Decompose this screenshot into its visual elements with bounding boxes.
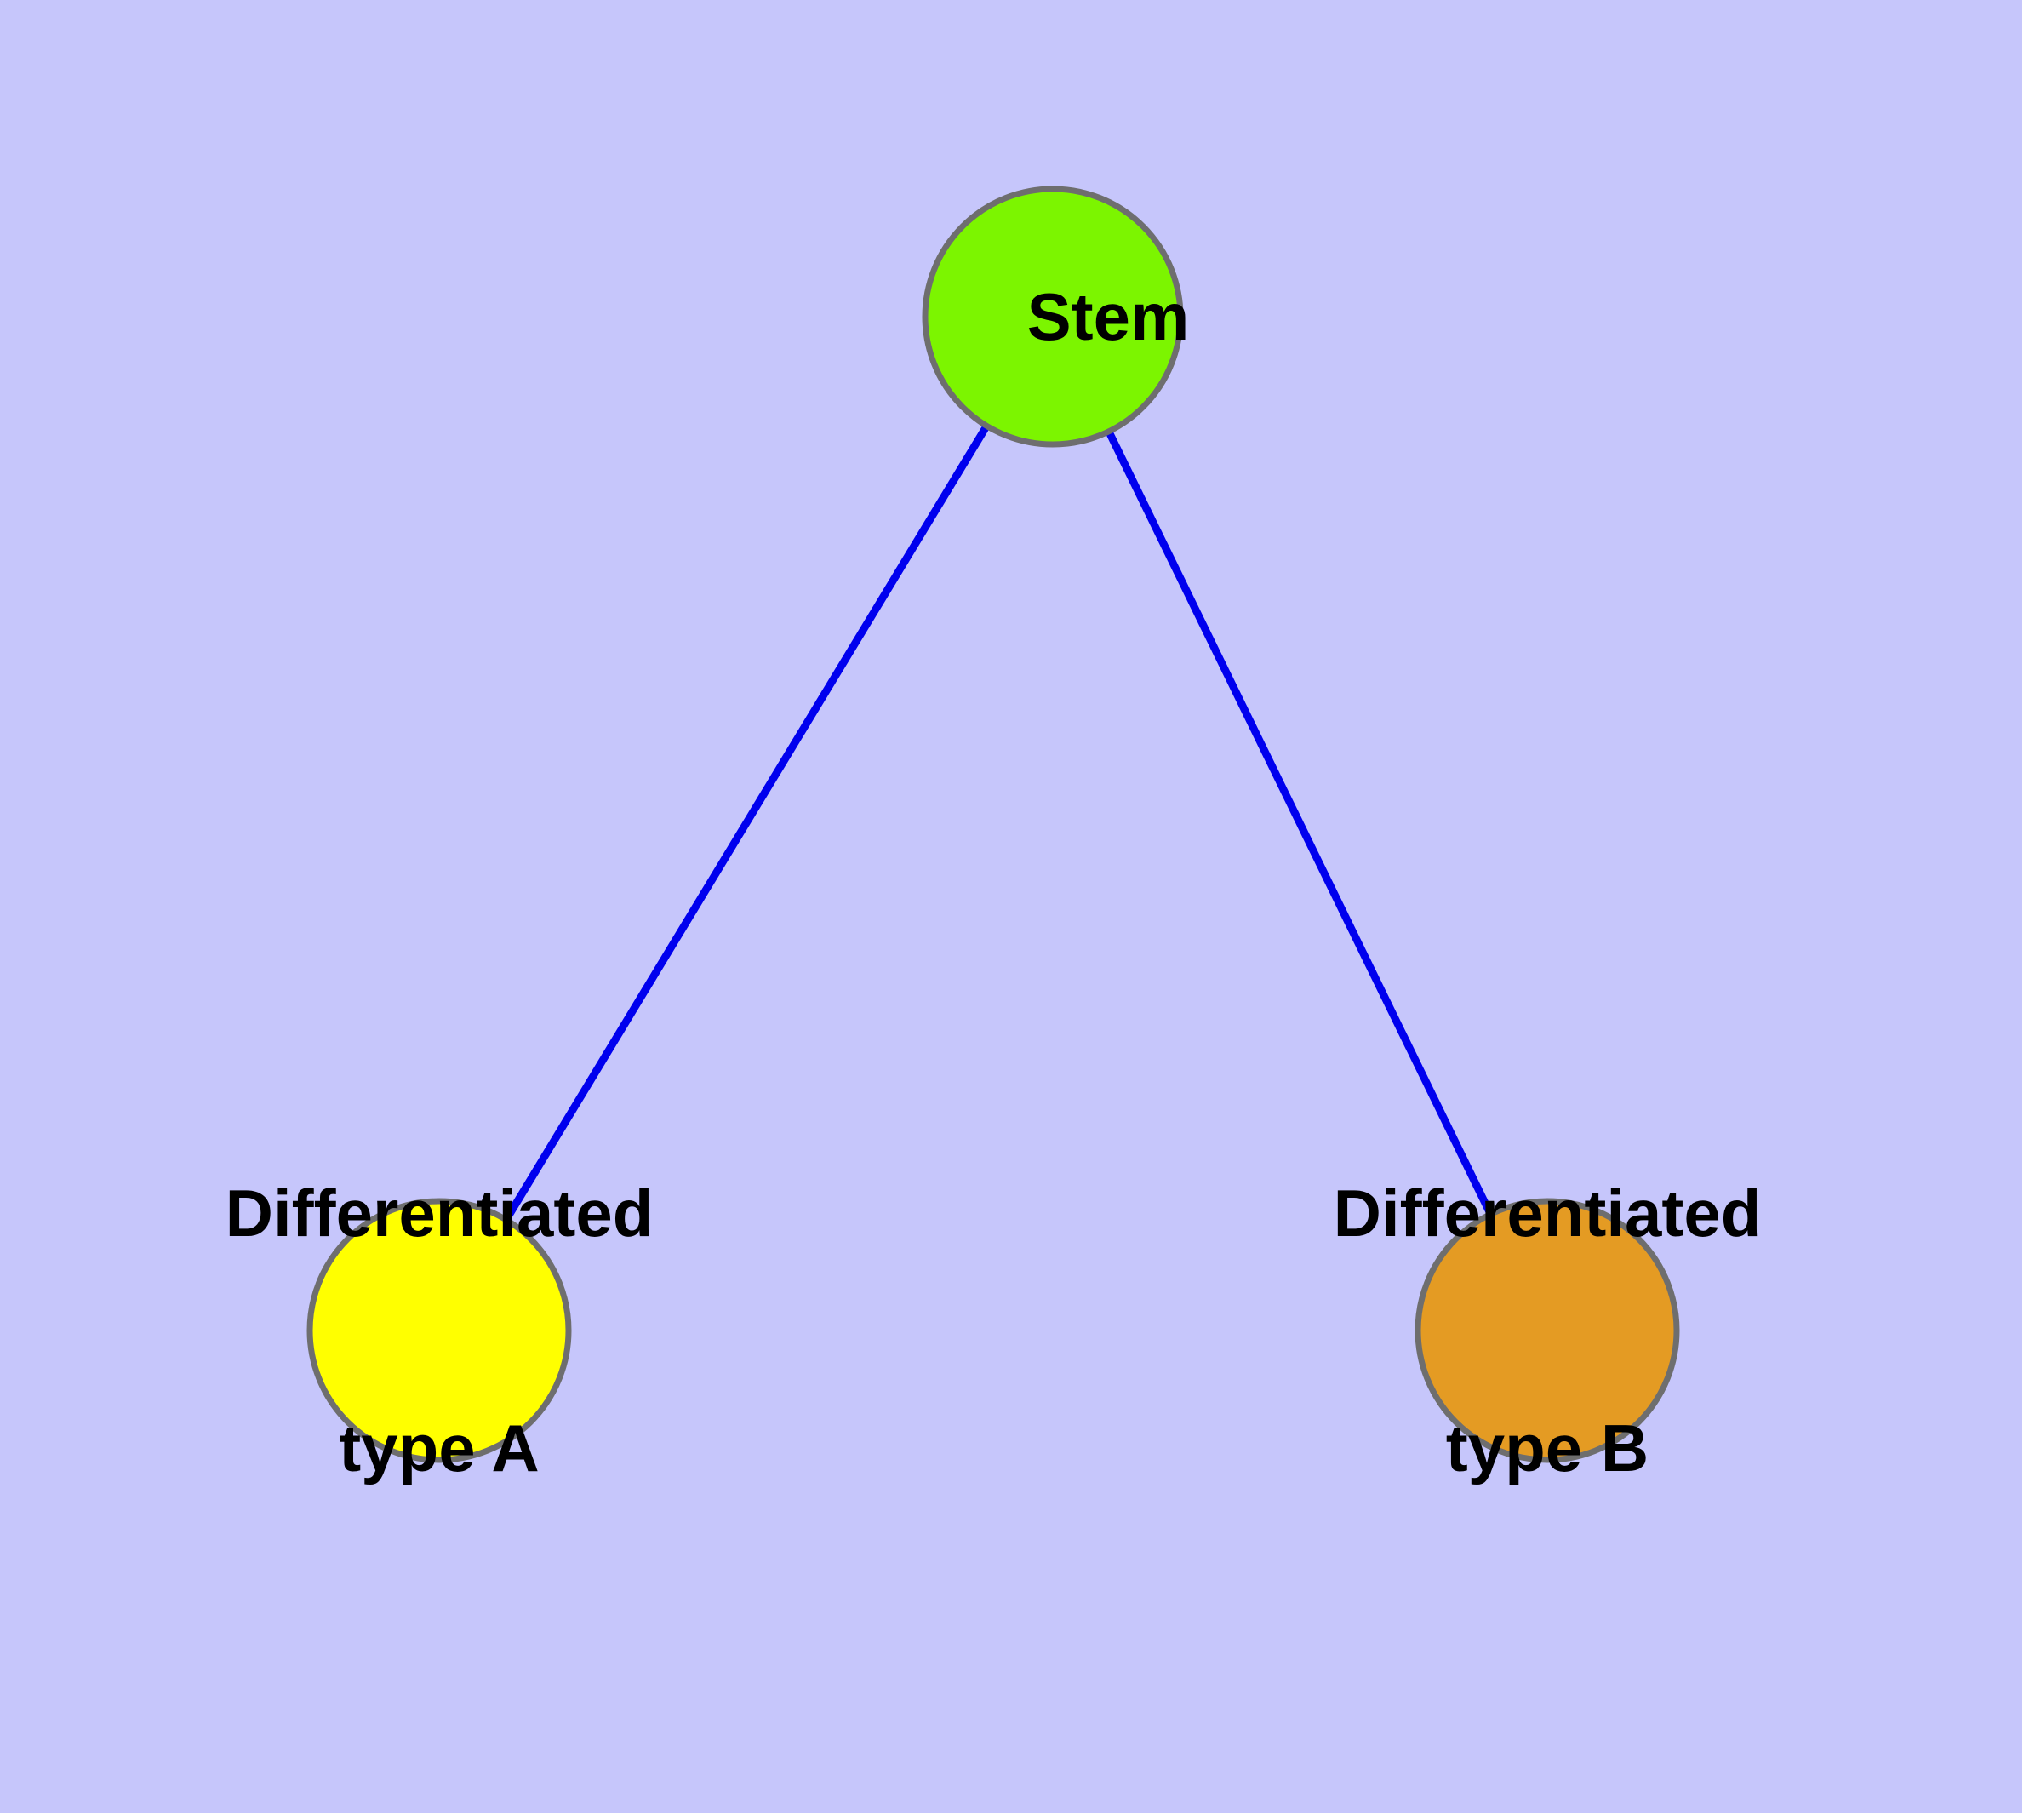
node-differentiated-type-b[interactable]	[1415, 1198, 1680, 1463]
edge-stem-to-differentiated-type-a[interactable]	[436, 314, 1056, 1333]
edges-layer	[436, 314, 1552, 1333]
edge-stem-to-differentiated-type-b[interactable]	[1049, 315, 1552, 1332]
node-stem[interactable]	[922, 186, 1184, 448]
node-differentiated-type-a[interactable]	[306, 1198, 572, 1463]
nodes-layer	[306, 186, 1680, 1463]
